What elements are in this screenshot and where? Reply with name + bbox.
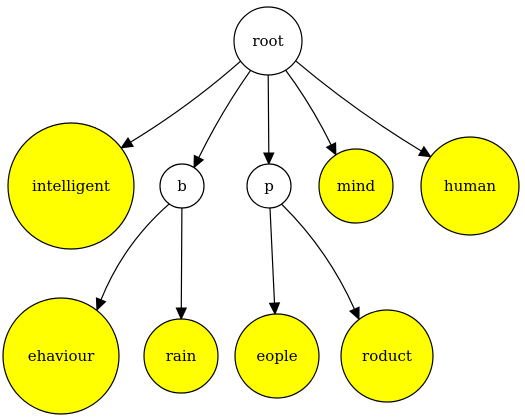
arrowhead-icon [120,136,135,149]
node-rain: rain [143,318,219,394]
edge-root-b [193,69,252,169]
node-root: root [233,6,303,76]
edge-p-roduct [281,203,360,321]
node-circle [234,313,320,399]
edge-p-eople [268,207,281,316]
edge-line [295,60,422,152]
arrowhead-icon [325,142,337,156]
edges-layer [95,60,432,321]
node-b: b [159,163,205,209]
edge-line [100,203,170,301]
node-roduct: roduct [340,309,434,403]
arrowhead-icon [268,302,281,316]
node-circle [143,318,219,394]
node-eople: eople [234,313,320,399]
node-circle [159,163,205,209]
arrowhead-icon [175,307,188,321]
edge-line [180,207,183,309]
node-circle [340,309,434,403]
node-label: rain [166,347,197,365]
edge-line [285,69,332,146]
arrowhead-icon [95,297,107,312]
edge-b-rain [175,207,188,321]
node-label: human [444,177,496,195]
edge-root-intelligent [120,60,241,149]
edge-root-mind [285,69,337,156]
node-label: ehaviour [28,347,95,365]
edge-root-p [263,74,275,166]
node-label: root [252,32,283,50]
nodes-layer: root intelligent b p mind human ehaviour rain eo… [2,6,520,415]
node-label: roduct [362,347,412,365]
node-human: human [420,136,520,236]
node-label: intelligent [32,177,110,195]
edge-line [130,60,241,143]
node-label: b [177,177,187,195]
arrowhead-icon [263,152,275,166]
node-mind: mind [318,148,394,224]
edge-root-human [295,60,432,158]
node-circle [7,122,135,250]
edge-line [198,69,252,158]
arrowhead-icon [193,154,205,169]
node-intelligent: intelligent [7,122,135,250]
node-p: p [246,163,292,209]
node-label: mind [337,177,376,195]
edge-line [269,207,276,304]
node-label: eople [256,347,297,365]
arrowhead-icon [417,145,432,158]
node-circle [2,297,120,415]
node-circle [246,163,292,209]
node-circle [233,6,303,76]
node-circle [420,136,520,236]
node-circle [318,148,394,224]
edge-b-ehaviour [95,203,170,312]
node-ehaviour: ehaviour [2,297,120,415]
node-label: p [264,177,274,195]
edge-line [281,203,356,310]
edge-line [267,74,270,154]
arrowhead-icon [348,306,360,321]
